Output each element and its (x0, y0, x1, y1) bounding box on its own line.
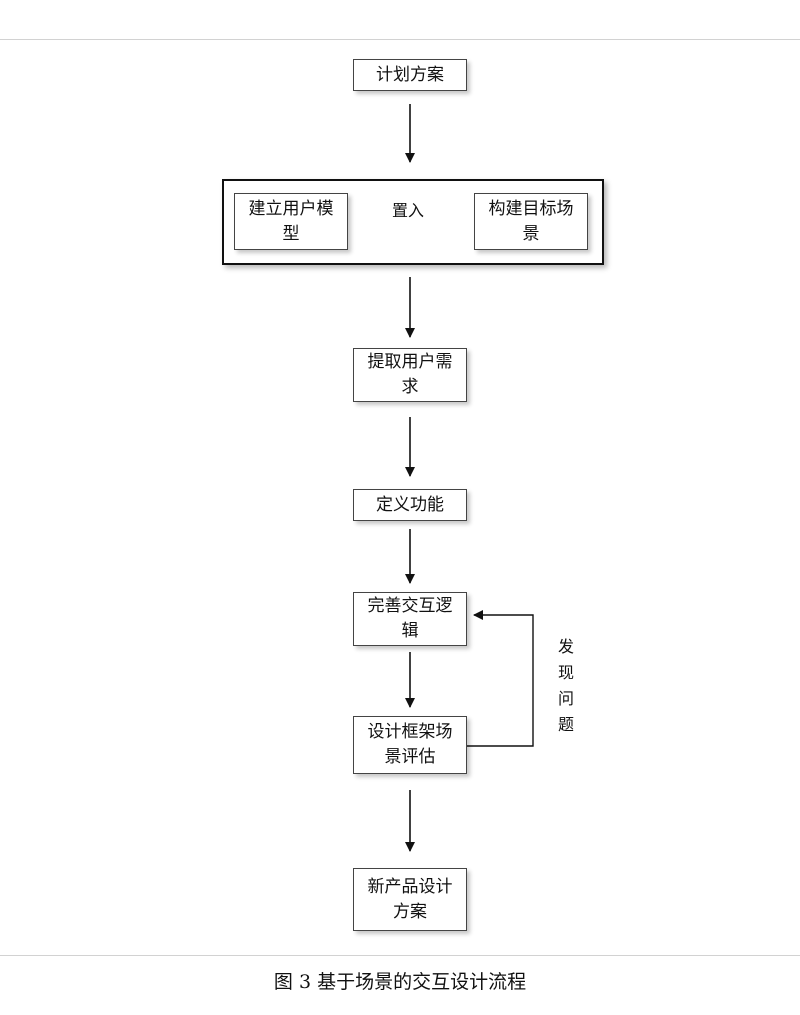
node-user-model: 建立用户模型 (234, 193, 348, 250)
node-new-product-design: 新产品设计方案 (353, 868, 467, 931)
figure-caption: 图 3 基于场景的交互设计流程 (273, 971, 527, 993)
bottom-divider (0, 955, 800, 956)
node-plan: 计划方案 (353, 59, 467, 91)
node-framework-scene-evaluation: 设计框架场景评估 (353, 716, 467, 774)
node-extract-requirements: 提取用户需求 (353, 348, 467, 402)
label-put-in: 置入 (391, 201, 424, 220)
node-target-scene: 构建目标场景 (474, 193, 588, 250)
label-found-issue: 发现问题 (557, 637, 574, 734)
top-divider (0, 39, 800, 40)
node-define-functions: 定义功能 (353, 489, 467, 521)
node-refine-interaction-logic: 完善交互逻辑 (353, 592, 467, 646)
feedback-loop-arrow (467, 610, 534, 747)
